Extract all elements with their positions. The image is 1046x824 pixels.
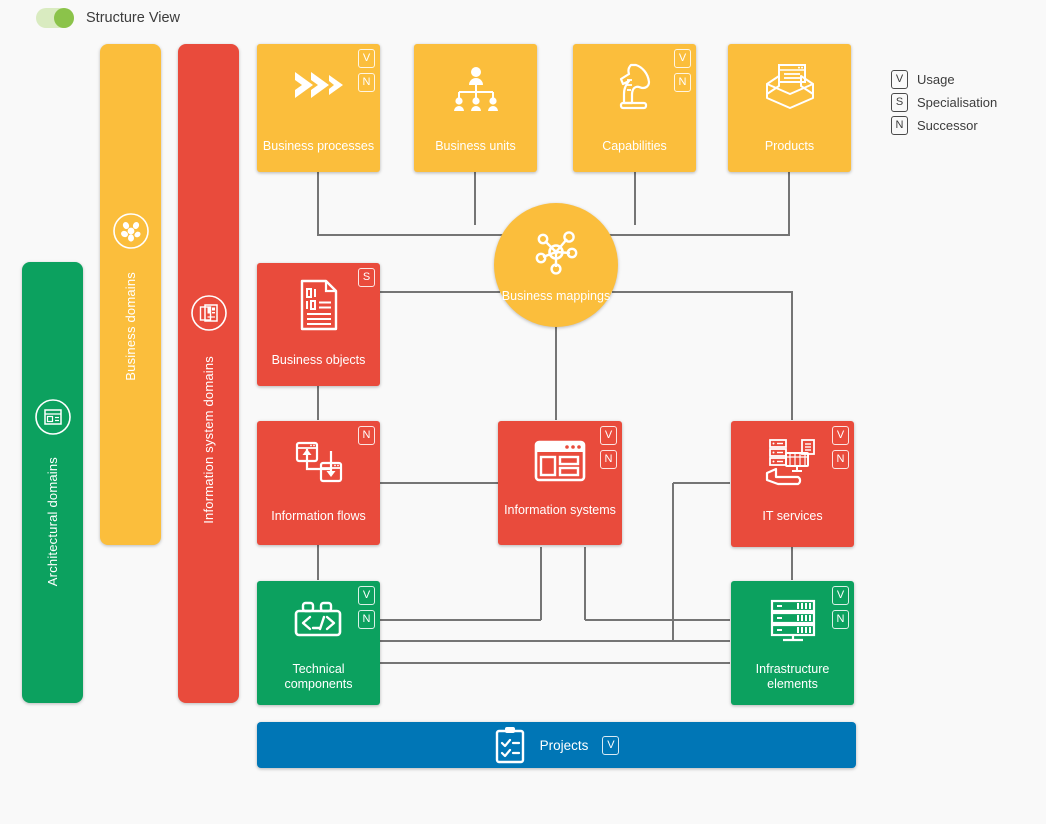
flag-usage-icon: V [832, 426, 849, 445]
node-label-information-flows: Information flows [271, 509, 366, 523]
node-flags-capabilities: V N [674, 49, 691, 92]
node-projects[interactable]: Projects V [257, 722, 856, 768]
cells-circle-icon [112, 212, 150, 255]
flag-successor-icon: N [832, 450, 849, 469]
flag-usage-icon: V [602, 735, 620, 755]
toggle-switch-on-icon[interactable] [36, 8, 74, 28]
flag-usage-icon: V [832, 586, 849, 605]
node-label-information-systems: Information systems [504, 503, 616, 517]
column-label-information-system-domains: Information system domains [201, 356, 216, 524]
node-label-it-services: IT services [762, 509, 823, 523]
node-business-mappings[interactable]: Business mappings [494, 203, 618, 327]
app-window-icon [533, 439, 587, 492]
node-business-processes[interactable]: V N Business processes [257, 44, 380, 172]
binary-document-icon [296, 279, 342, 338]
flag-successor-icon: N [832, 610, 849, 629]
node-label-capabilities: Capabilities [602, 139, 667, 153]
node-flags-information-flows: N [358, 426, 375, 445]
org-chart-icon [448, 66, 504, 119]
node-business-units[interactable]: Business units [414, 44, 537, 172]
flag-usage-icon: V [358, 586, 375, 605]
network-hub-icon [530, 226, 582, 283]
systems-circle-icon [190, 294, 228, 337]
legend-item-specialisation: S Specialisation [891, 91, 997, 113]
node-information-systems[interactable]: V N Information systems [498, 421, 622, 545]
usage-badge-icon: V [891, 69, 908, 89]
node-infrastructure-elements[interactable]: V N Infrastructure elements [731, 581, 854, 705]
flag-usage-icon: V [600, 426, 617, 445]
flag-usage-icon: V [358, 49, 375, 68]
node-label-business-mappings: Business mappings [501, 289, 611, 303]
node-label-products: Products [764, 139, 815, 153]
chess-knight-icon [610, 60, 660, 119]
node-products[interactable]: Products [728, 44, 851, 172]
flag-successor-icon: N [358, 610, 375, 629]
node-label-projects: Projects [539, 737, 589, 753]
chevrons-icon [291, 64, 347, 113]
clipboard-check-icon [494, 726, 526, 764]
node-flags-information-systems: V N [600, 426, 617, 469]
node-flags-business-objects: S [358, 268, 375, 287]
legend: V Usage S Specialisation N Successor [891, 68, 997, 137]
column-business-domains[interactable]: Business domains [100, 44, 161, 545]
node-label-business-processes: Business processes [262, 139, 375, 153]
server-rack-icon [766, 599, 820, 650]
column-architectural-domains[interactable]: Architectural domains [22, 262, 83, 703]
service-hand-icon [764, 437, 822, 492]
node-information-flows[interactable]: N Information flows [257, 421, 380, 545]
column-information-system-domains[interactable]: Information system domains [178, 44, 239, 703]
node-label-business-units: Business units [435, 139, 516, 153]
structure-view-toggle-row[interactable]: Structure View [36, 8, 180, 28]
node-flags-business-processes: V N [358, 49, 375, 92]
flag-specialisation-icon: S [358, 268, 375, 287]
specialisation-badge-icon: S [891, 92, 908, 112]
flag-successor-icon: N [358, 426, 375, 445]
node-label-infrastructure-elements: Infrastructure elements [755, 662, 830, 691]
legend-label-usage: Usage [917, 71, 955, 87]
open-box-icon [761, 62, 819, 117]
code-brick-icon [291, 601, 347, 648]
legend-item-usage: V Usage [891, 68, 997, 90]
legend-label-successor: Successor [917, 117, 978, 133]
data-flow-icon [291, 439, 347, 492]
column-label-architectural-domains: Architectural domains [45, 456, 60, 587]
flag-successor-icon: N [600, 450, 617, 469]
node-business-objects[interactable]: S Business objects [257, 263, 380, 386]
node-label-technical-components: Technical components [284, 662, 353, 691]
node-capabilities[interactable]: V N Capabilities [573, 44, 696, 172]
column-label-business-domains: Business domains [123, 272, 138, 381]
node-flags-infrastructure-elements: V N [832, 586, 849, 629]
node-it-services[interactable]: V N [731, 421, 854, 547]
flag-usage-icon: V [674, 49, 691, 68]
node-label-business-objects: Business objects [271, 353, 366, 367]
flag-successor-icon: N [358, 73, 375, 92]
node-flags-technical-components: V N [358, 586, 375, 629]
node-flags-it-services: V N [832, 426, 849, 469]
successor-badge-icon: N [891, 115, 908, 135]
structure-view-label: Structure View [86, 10, 181, 26]
node-technical-components[interactable]: V N Technical components [257, 581, 380, 705]
flag-successor-icon: N [674, 73, 691, 92]
architecture-circle-icon [34, 398, 72, 441]
legend-item-successor: N Successor [891, 114, 997, 136]
legend-label-specialisation: Specialisation [917, 94, 998, 110]
